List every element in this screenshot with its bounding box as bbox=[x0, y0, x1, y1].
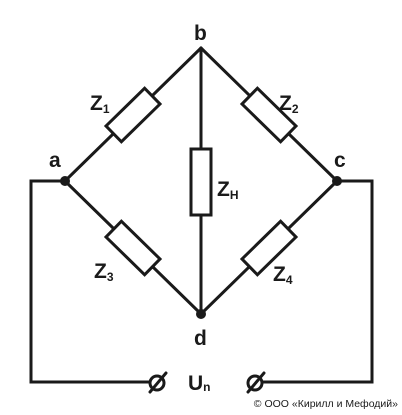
resistor-z2 bbox=[239, 86, 299, 144]
terminal-slash-right bbox=[246, 371, 266, 394]
label-zh: ZH bbox=[217, 178, 239, 202]
node-label-d: d bbox=[194, 327, 207, 350]
terminal-slash-left bbox=[148, 371, 168, 394]
node-label-a: a bbox=[49, 149, 61, 172]
label-z2: Z2 bbox=[279, 92, 299, 116]
node-dot-a bbox=[60, 176, 70, 186]
wire-c-to-source bbox=[260, 179, 374, 384]
wire-a-to-source bbox=[29, 179, 152, 384]
resistor-zh bbox=[189, 147, 213, 217]
resistor-z1 bbox=[103, 86, 163, 144]
node-dot-d bbox=[196, 309, 206, 319]
label-z1: Z1 bbox=[90, 92, 110, 116]
resistor-z4 bbox=[239, 219, 299, 277]
node-dot-c bbox=[332, 176, 342, 186]
copyright-text: © ООО «Кирилл и Мефодий» bbox=[254, 398, 398, 410]
node-label-b: b bbox=[194, 22, 207, 45]
label-z4: Z4 bbox=[273, 263, 293, 287]
label-z3: Z3 bbox=[94, 260, 114, 284]
label-source: Un bbox=[188, 372, 211, 395]
resistor-z3 bbox=[103, 219, 163, 277]
node-label-c: c bbox=[334, 149, 346, 172]
